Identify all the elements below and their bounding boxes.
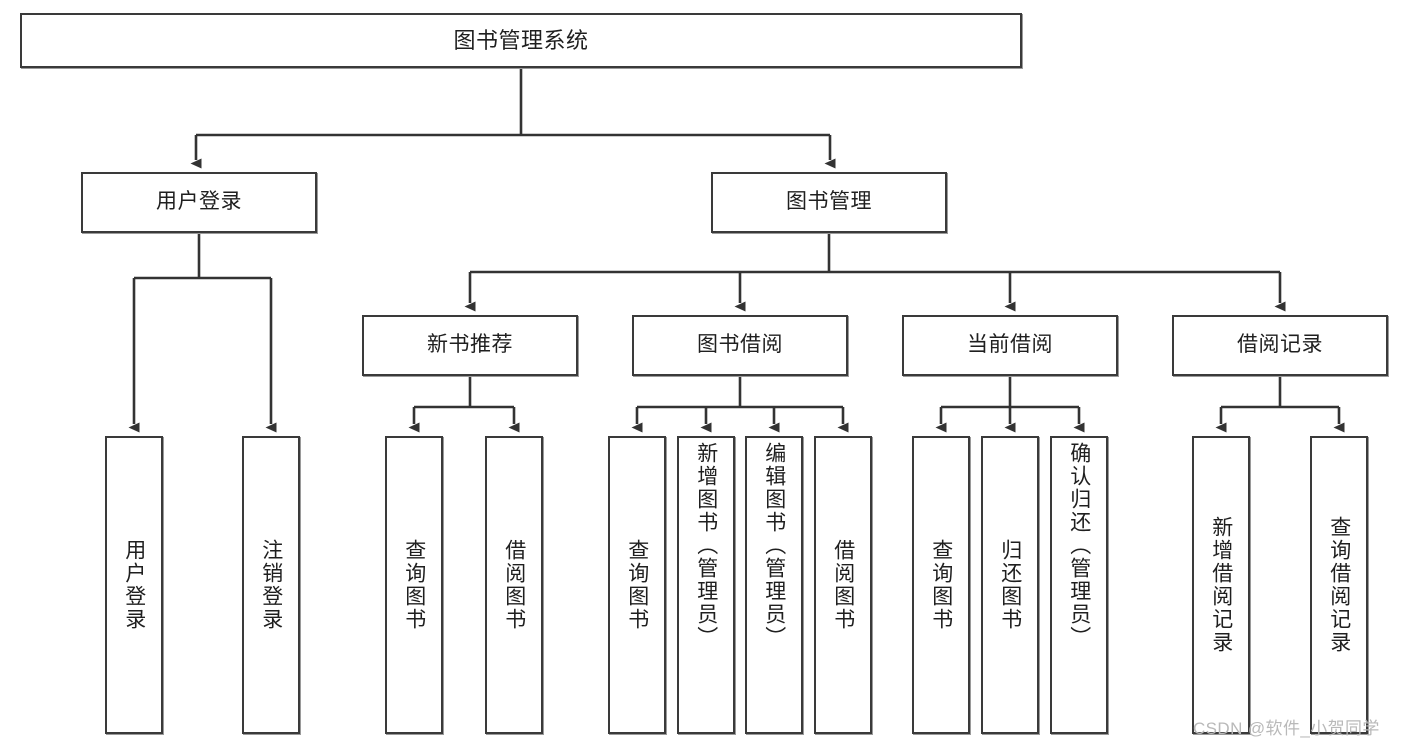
- node-label: 借阅记录: [1237, 333, 1323, 357]
- csdn-watermark: CSDN @软件_小贺同学: [1193, 719, 1380, 738]
- node-label: 借阅图书: [831, 539, 855, 631]
- node-label: 编辑图书（管理员）: [762, 442, 786, 649]
- node-current-borrow[interactable]: 当前借阅: [902, 315, 1118, 376]
- node-leaf-query-record[interactable]: 查询借阅记录: [1310, 436, 1368, 734]
- node-leaf-query-book-1[interactable]: 查询图书: [385, 436, 443, 734]
- node-leaf-edit-book[interactable]: 编辑图书（管理员）: [745, 436, 803, 734]
- node-leaf-logout-login[interactable]: 注销登录: [242, 436, 300, 734]
- node-borrow-record[interactable]: 借阅记录: [1172, 315, 1388, 376]
- node-leaf-return-book[interactable]: 归还图书: [981, 436, 1039, 734]
- node-label: 归还图书: [998, 539, 1022, 631]
- node-leaf-confirm-return[interactable]: 确认归还（管理员）: [1050, 436, 1108, 734]
- node-label: 借阅图书: [502, 539, 526, 631]
- node-label: 新增图书（管理员）: [694, 442, 718, 649]
- node-label: 当前借阅: [967, 333, 1053, 357]
- node-new-book-recommend[interactable]: 新书推荐: [362, 315, 578, 376]
- node-label: 图书借阅: [697, 333, 783, 357]
- node-book-borrow[interactable]: 图书借阅: [632, 315, 848, 376]
- node-label: 图书管理系统: [453, 27, 589, 53]
- node-label: 用户登录: [156, 190, 242, 214]
- node-label: 新书推荐: [427, 333, 513, 357]
- node-label: 查询图书: [929, 539, 953, 631]
- node-label: 查询图书: [402, 539, 426, 631]
- node-label: 新增借阅记录: [1209, 516, 1233, 654]
- node-leaf-add-book[interactable]: 新增图书（管理员）: [677, 436, 735, 734]
- node-leaf-add-record[interactable]: 新增借阅记录: [1192, 436, 1250, 734]
- node-leaf-query-book-2[interactable]: 查询图书: [608, 436, 666, 734]
- node-label: 图书管理: [786, 190, 872, 214]
- node-leaf-borrow-book-2[interactable]: 借阅图书: [814, 436, 872, 734]
- node-label: 查询图书: [625, 539, 649, 631]
- node-leaf-user-login[interactable]: 用户登录: [105, 436, 163, 734]
- node-user-login[interactable]: 用户登录: [81, 172, 317, 233]
- node-leaf-borrow-book-1[interactable]: 借阅图书: [485, 436, 543, 734]
- node-book-management[interactable]: 图书管理: [711, 172, 947, 233]
- node-label: 用户登录: [122, 539, 146, 631]
- node-label: 确认归还（管理员）: [1067, 442, 1091, 649]
- node-system-root[interactable]: 图书管理系统: [20, 13, 1022, 68]
- node-leaf-query-book-3[interactable]: 查询图书: [912, 436, 970, 734]
- node-label: 注销登录: [259, 539, 283, 631]
- node-label: 查询借阅记录: [1327, 516, 1351, 654]
